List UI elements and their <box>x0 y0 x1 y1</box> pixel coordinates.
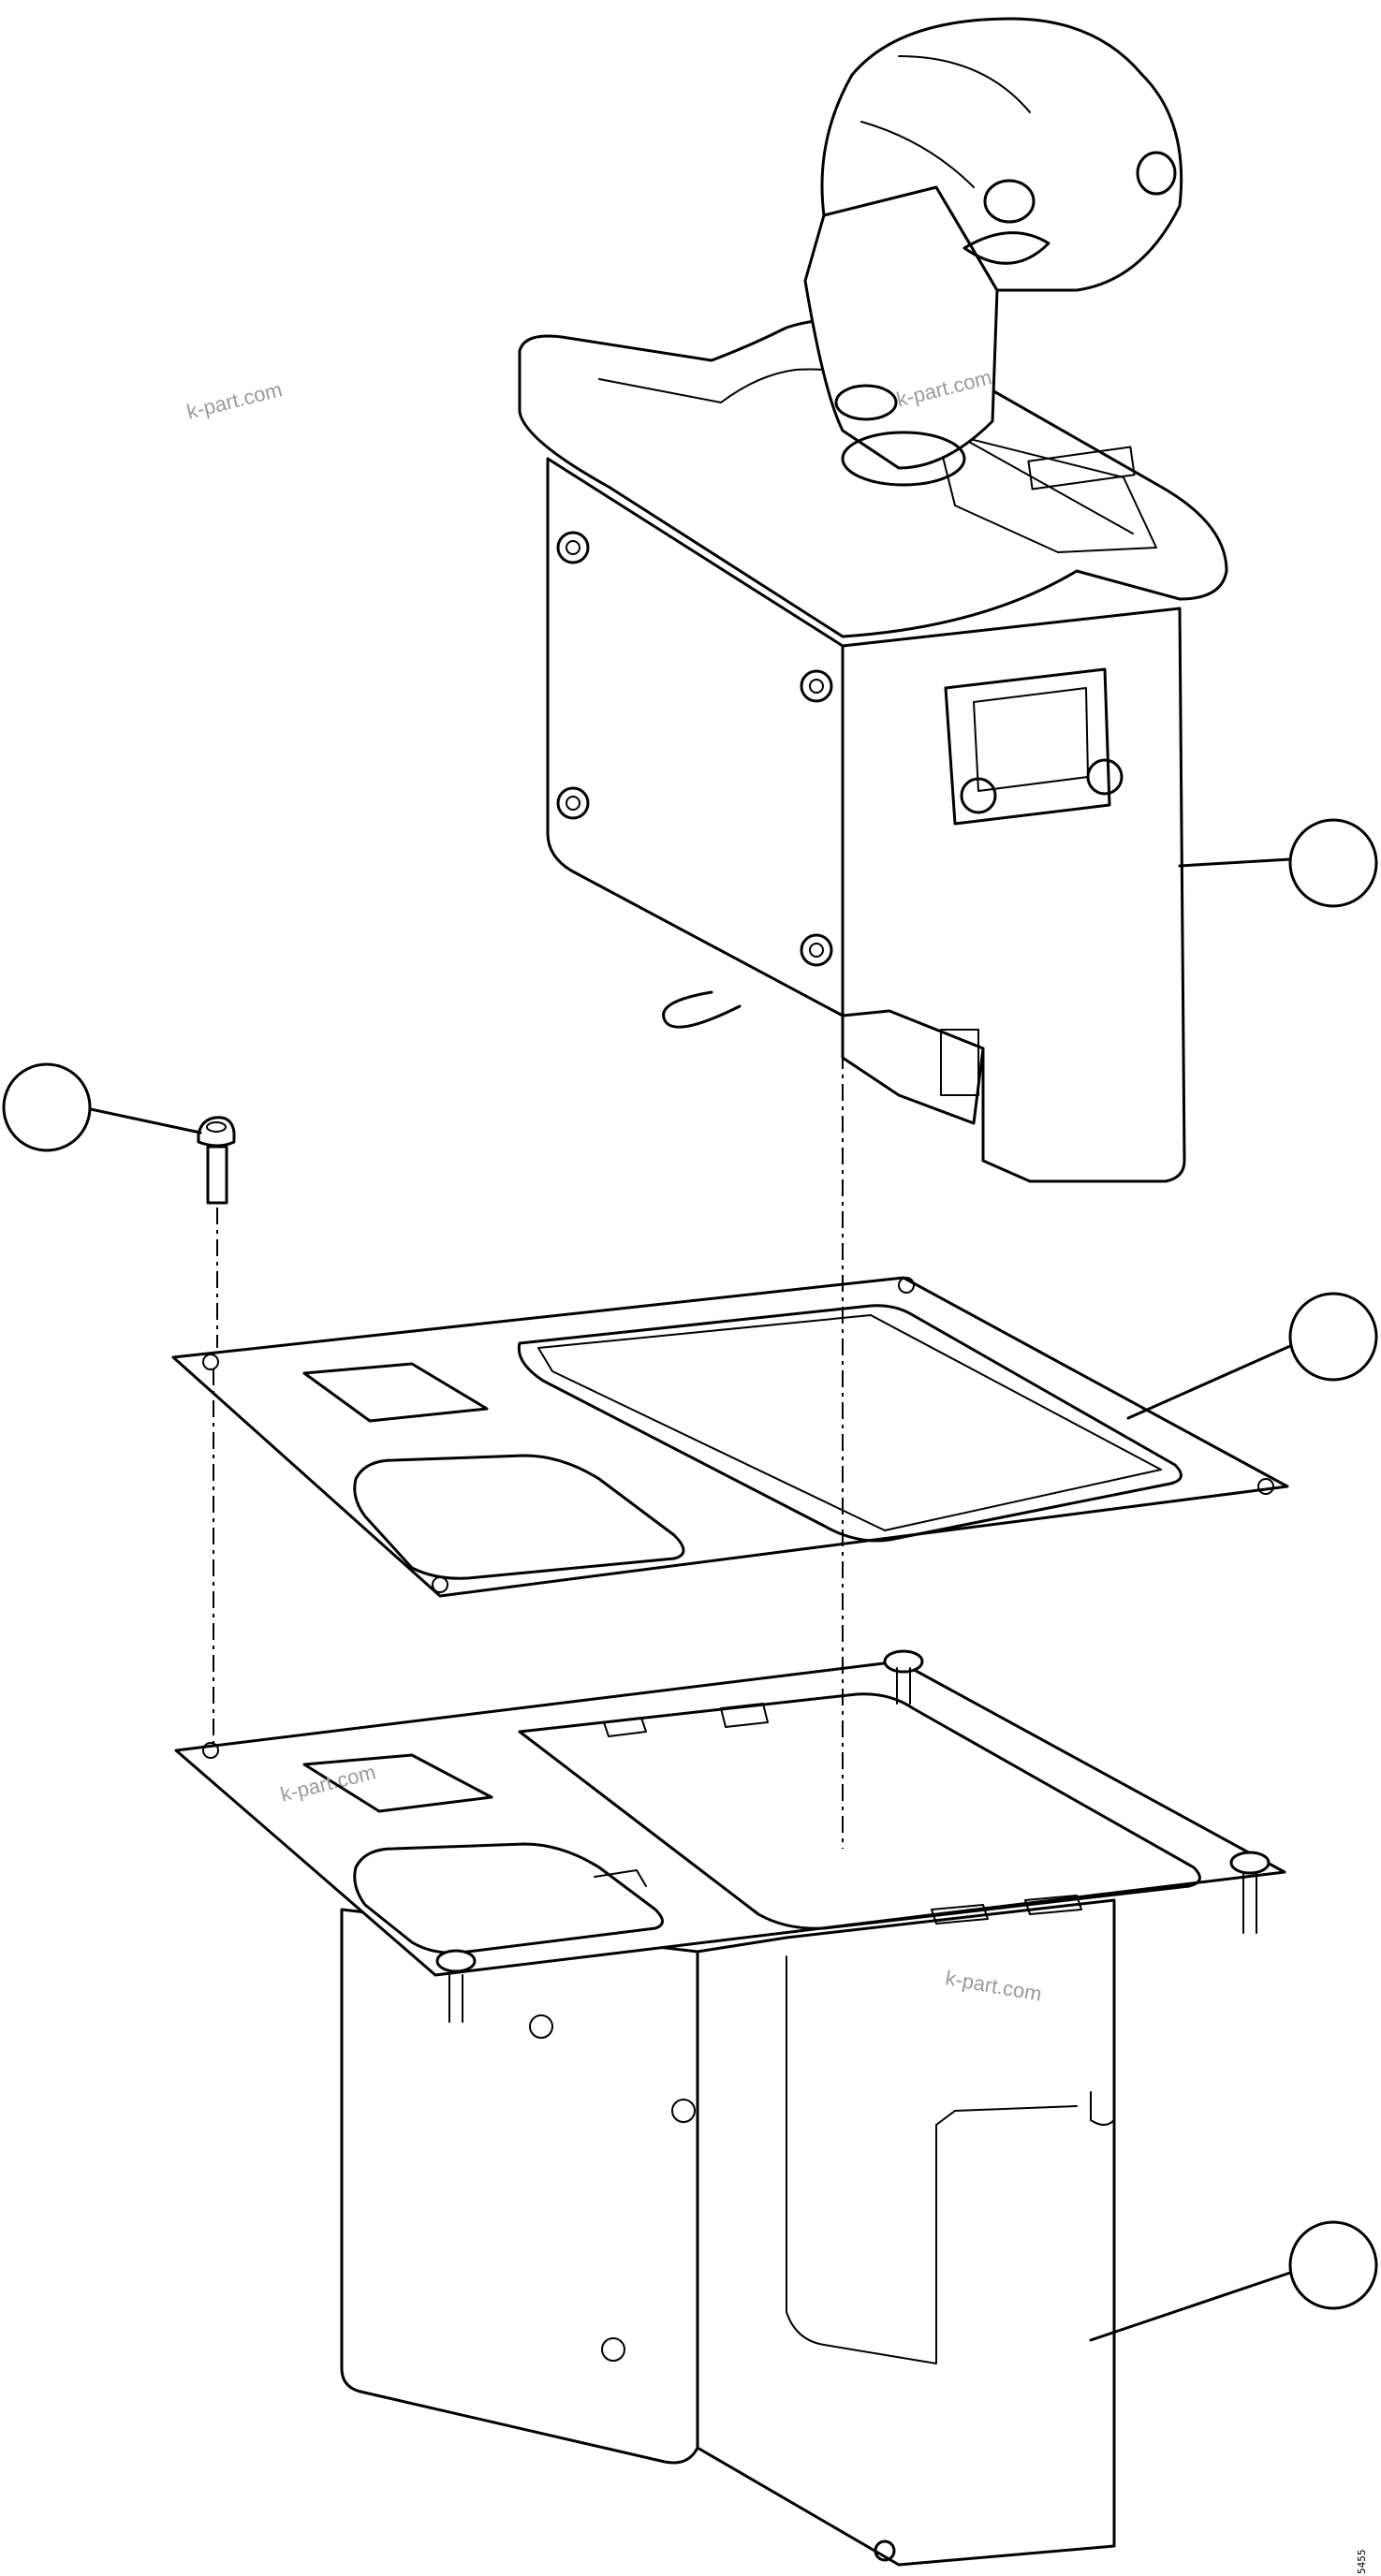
mounting-screw <box>197 1116 236 1205</box>
bracket-stud <box>883 1649 924 1705</box>
bracket-stud <box>435 1949 477 2023</box>
callout-shifter <box>1178 818 1378 908</box>
drawing-id-tag: 5455 <box>1356 2549 1368 2575</box>
bracket-stud <box>1229 1851 1271 1934</box>
gasket-plate <box>171 1276 1289 1598</box>
callout-screw <box>2 1062 202 1152</box>
shift-lever-assembly <box>518 17 1228 1183</box>
assembly-centerlines <box>213 1020 844 1849</box>
mounting-bracket <box>174 1649 1286 2567</box>
callout-bracket <box>1089 2220 1378 2342</box>
callout-gasket <box>1126 1292 1378 1420</box>
